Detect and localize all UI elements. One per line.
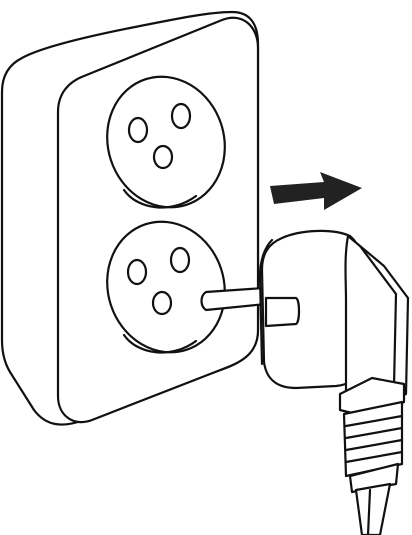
socket-hole bbox=[151, 290, 173, 316]
plug-strain-relief bbox=[342, 400, 404, 478]
double-power-socket-icon bbox=[0, 10, 260, 426]
socket-outlet-bottom bbox=[106, 220, 226, 354]
plug-front-ridge bbox=[258, 238, 274, 366]
cord-body bbox=[354, 482, 392, 535]
socket-hole bbox=[127, 116, 149, 144]
plug-pin bbox=[200, 286, 268, 312]
plug-grip-slot bbox=[264, 296, 301, 328]
power-plug-icon bbox=[200, 229, 410, 494]
pull-direction-arrow-icon bbox=[270, 172, 362, 210]
socket-outlet-top bbox=[106, 75, 226, 209]
socket-hole bbox=[152, 144, 174, 170]
socket-hole bbox=[170, 102, 192, 130]
plug-top-wing bbox=[344, 234, 410, 416]
plug-wing-inner bbox=[358, 244, 398, 388]
socket-hole bbox=[169, 246, 191, 274]
socket-hole bbox=[126, 258, 148, 286]
power-cord-icon bbox=[354, 482, 392, 535]
